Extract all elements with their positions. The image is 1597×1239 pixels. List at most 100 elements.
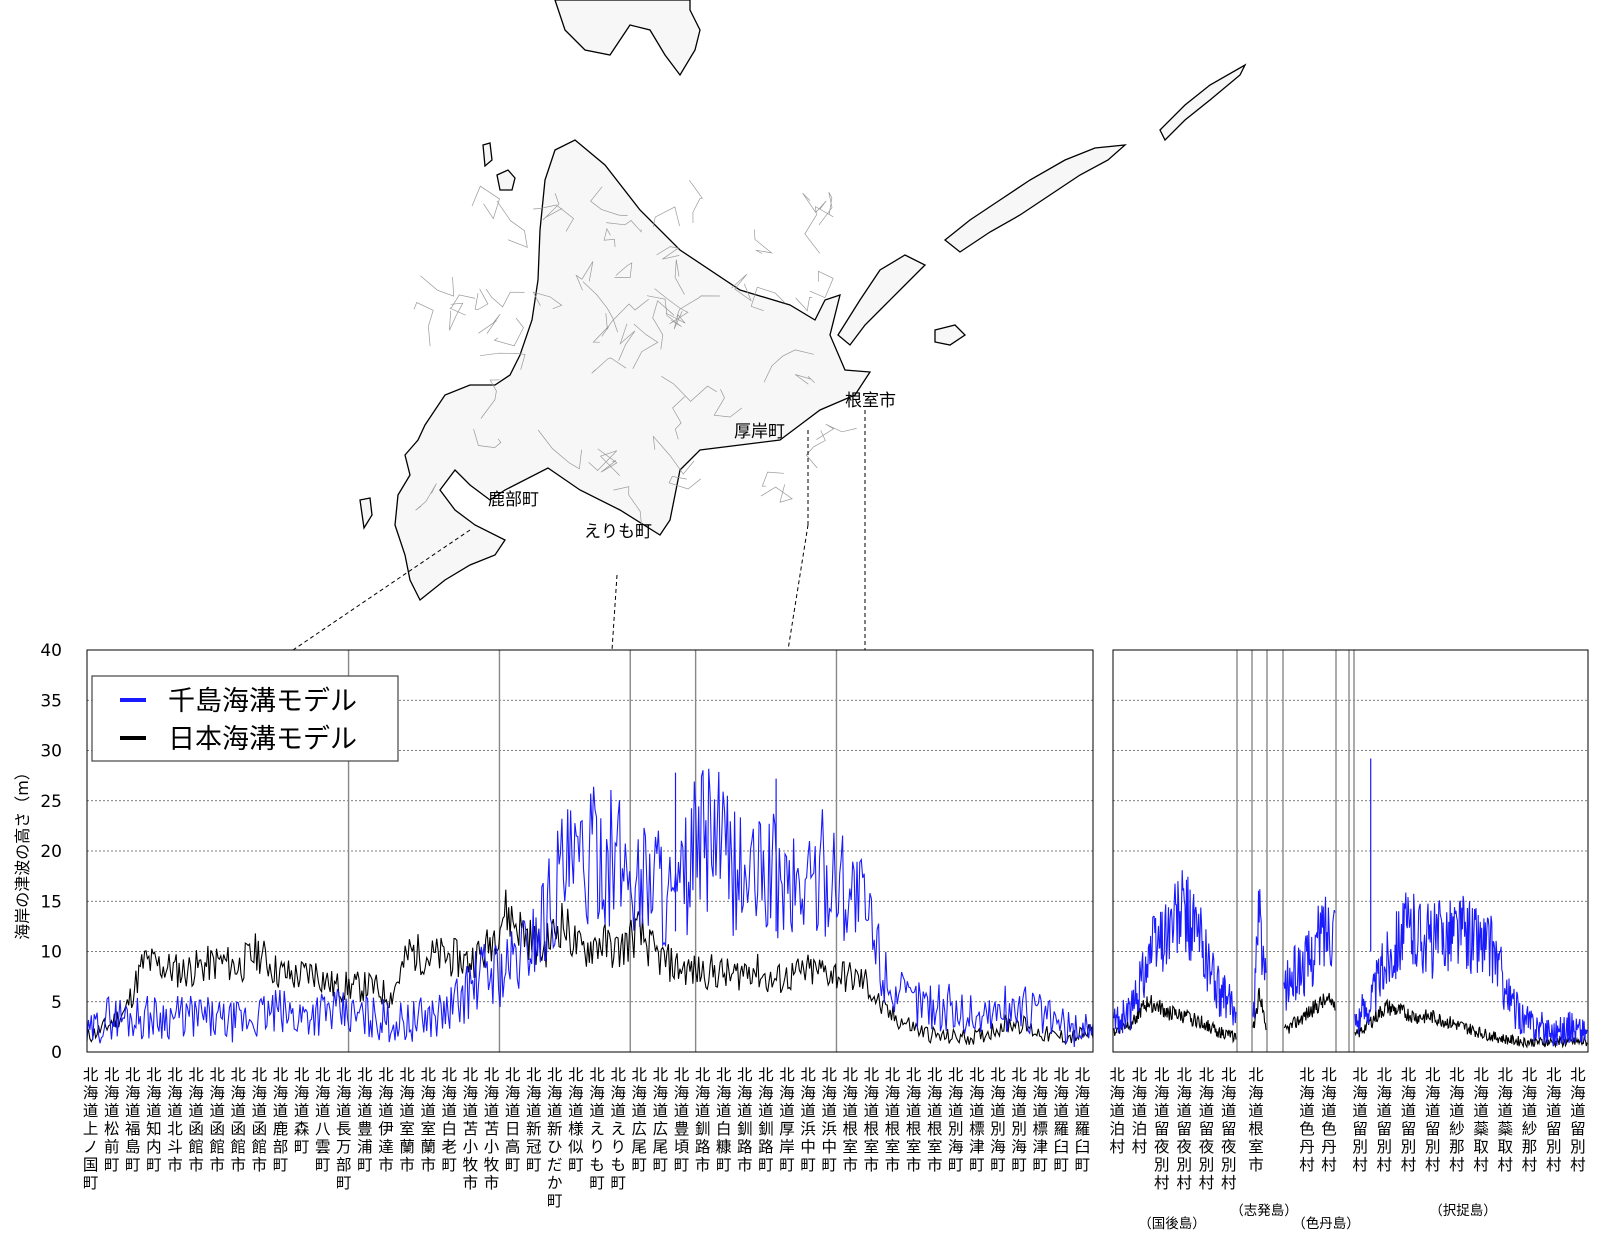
x-tick-label: 北海道色丹村 [1321, 1066, 1337, 1174]
series-line-chishima [1354, 892, 1588, 1047]
chart-northern-territories: 北海道泊村北海道泊村北海道留夜別村北海道留夜別村北海道留夜別村北海道留夜別村北海… [1109, 649, 1589, 1232]
grid-lines [1113, 699, 1588, 1003]
x-tick-label: 北海道別海町 [948, 1066, 964, 1174]
x-tick-label: 北海道紗那村 [1449, 1066, 1465, 1174]
x-tick-label: 北海道留別村 [1401, 1066, 1417, 1174]
municipal-border [805, 430, 826, 469]
x-tick-label: 北海道別海町 [990, 1066, 1006, 1174]
municipal-border [473, 429, 502, 448]
series-line-nihon [1252, 987, 1267, 1031]
x-tick-label: 北海道厚岸町 [779, 1066, 795, 1174]
x-tick-label: 北海道八雲町 [315, 1066, 331, 1174]
x-tick-label: 北海道蘂取村 [1473, 1066, 1489, 1174]
municipal-border [601, 298, 650, 337]
legend-label-nihon: 日本海溝モデル [168, 724, 357, 755]
x-tick-label: 北海道北斗市 [167, 1066, 183, 1174]
municipal-border [542, 193, 563, 221]
x-tick-label: 北海道泊村 [1109, 1066, 1125, 1156]
legend-label-chishima: 千島海溝モデル [168, 686, 357, 717]
x-tick-label: 北海道えりも町 [589, 1066, 605, 1192]
series-line-nihon [1354, 998, 1588, 1049]
x-tick-label: 北海道函館市 [188, 1066, 204, 1174]
y-tick-label: 10 [40, 943, 62, 963]
x-tick-label: 北海道日高町 [505, 1066, 521, 1174]
municipal-border [582, 281, 619, 333]
municipal-border [713, 389, 743, 418]
x-tick-label: 北海道森町 [294, 1066, 310, 1156]
x-tick-label: 北海道浜中町 [821, 1066, 837, 1174]
municipal-border [665, 311, 686, 330]
municipal-border [480, 352, 526, 370]
coastline-layer [359, 0, 1247, 602]
place-label-erimo: えりも町 [584, 522, 652, 542]
x-tick-label: 北海道留別村 [1546, 1066, 1562, 1174]
municipal-border [632, 323, 659, 369]
x-tick-label: 北海道函館市 [252, 1066, 268, 1174]
municipal-border [532, 291, 563, 310]
series-lines [86, 768, 1094, 1048]
x-tick-label: 北海道浜中町 [800, 1066, 816, 1174]
municipal-border [449, 294, 476, 316]
rishiri-island [496, 169, 516, 191]
municipal-border [763, 349, 814, 383]
x-tick-label: 北海道根室市 [927, 1066, 943, 1174]
x-tick-label: 北海道広尾町 [632, 1066, 648, 1174]
y-tick-label: 0 [51, 1043, 62, 1063]
x-tick-label: 北海道留別村 [1352, 1066, 1368, 1174]
x-tick-label: 北海道知内町 [146, 1066, 162, 1174]
municipal-border [606, 220, 642, 233]
x-tick-label: 北海道釧路市 [737, 1066, 753, 1174]
municipal-border [449, 302, 464, 331]
plot-frame [86, 649, 1094, 1053]
x-tick-label: 北海道標津町 [1032, 1066, 1048, 1174]
municipal-border [614, 262, 633, 278]
x-tick-label: 北海道標津町 [969, 1066, 985, 1174]
municipal-border [480, 379, 500, 419]
municipal-border [613, 486, 643, 532]
municipal-border [413, 302, 434, 347]
leader-line [787, 524, 809, 651]
municipal-border [668, 476, 702, 490]
municipal-border [809, 270, 834, 299]
municipal-border [597, 448, 618, 473]
municipal-border [575, 261, 594, 291]
x-tick-label: 北海道根室市 [1248, 1066, 1264, 1174]
y-tick-label: 15 [40, 892, 62, 912]
x-tick-label: 北海道根室市 [885, 1066, 901, 1174]
y-tick-label: 25 [40, 792, 62, 812]
x-tick-label: 北海道釧路市 [695, 1066, 711, 1174]
x-tick-label: 北海道留夜別村 [1154, 1066, 1170, 1192]
series-lines [1113, 758, 1588, 1049]
x-tick-label: 北海道留夜別村 [1221, 1066, 1237, 1192]
x-tick-label: 北海道紗那村 [1522, 1066, 1538, 1174]
x-tick-labels: 北海道上ノ国町北海道松前町北海道福島町北海道知内町北海道北斗市北海道函館市北海道… [83, 1066, 1091, 1210]
municipal-border [661, 376, 717, 402]
municipal-border [816, 423, 857, 440]
municipal-border [537, 429, 582, 470]
municipal-border [471, 185, 500, 220]
municipal-border [485, 288, 525, 308]
municipal-border [731, 274, 752, 302]
municipal-border [590, 186, 628, 216]
x-tick-label: 北海道長万部町 [336, 1066, 352, 1192]
x-tick-label: 北海道えりも町 [610, 1066, 626, 1192]
x-tick-label: 北海道室蘭市 [399, 1066, 415, 1174]
x-tick-label: 北海道鹿部町 [273, 1066, 289, 1174]
y-tick-label: 35 [40, 691, 62, 711]
okushiri-island [359, 497, 373, 530]
series-line-nihon [1283, 992, 1336, 1034]
x-tick-label: 北海道広尾町 [653, 1066, 669, 1174]
municipal-border [795, 296, 813, 312]
island-group-labels: （国後島）（志発島）（色丹島）（択捉島） [1138, 1203, 1497, 1232]
series-line-chishima [1252, 889, 1267, 1019]
municipal-border [676, 295, 721, 318]
x-tick-label: 北海道泊村 [1132, 1066, 1148, 1156]
x-tick-label: 北海道留別村 [1425, 1066, 1441, 1174]
x-tick-label: 北海道色丹村 [1299, 1066, 1315, 1174]
municipal-border [496, 200, 528, 248]
series-line-chishima [1283, 896, 1336, 1011]
sakhalin-tip [554, 0, 701, 77]
rebun-island [482, 142, 493, 168]
x-tick-label: 北海道福島町 [125, 1066, 141, 1174]
